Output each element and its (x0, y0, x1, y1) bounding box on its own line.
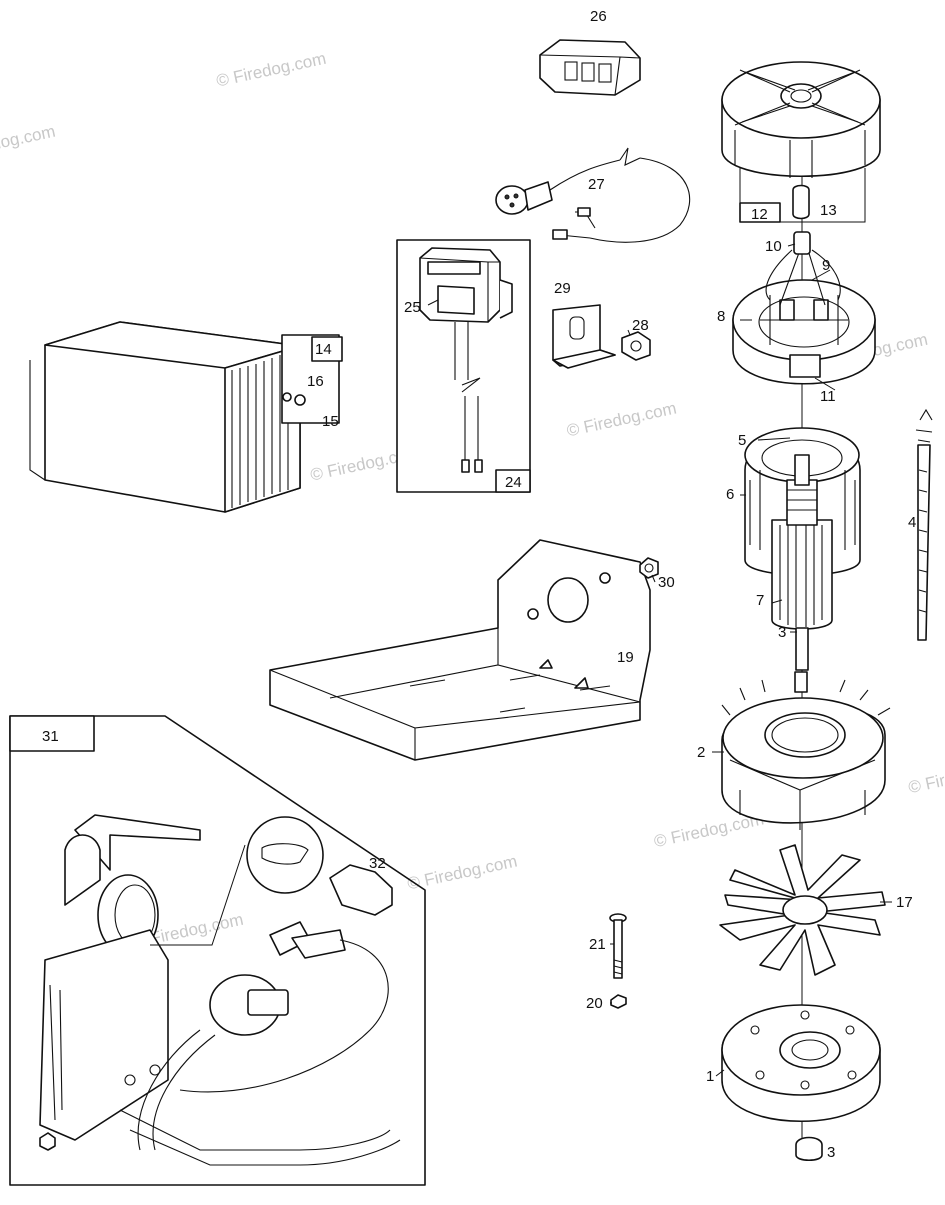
kit-box-31 (9, 715, 426, 1186)
base-plate-19 (269, 539, 651, 761)
label-part-3: 3 (778, 624, 786, 641)
watermark-text: © Firedog.com (907, 755, 945, 797)
bracket-29 (552, 304, 616, 369)
label-part-2: 2 (697, 744, 705, 761)
label-part-27: 27 (588, 176, 605, 193)
plug-28 (621, 331, 651, 361)
label-part-3: 3 (827, 1144, 835, 1161)
nut-20 (610, 994, 627, 1009)
nut-3 (795, 1136, 823, 1162)
label-part-5: 5 (738, 432, 746, 449)
brush-holder-8 (732, 231, 876, 385)
label-part-13: 13 (820, 202, 837, 219)
long-bolt-4 (915, 408, 933, 641)
label-part-30: 30 (658, 574, 675, 591)
label-part-17: 17 (896, 894, 913, 911)
flywheel-1 (721, 1004, 881, 1122)
label-part-4: 4 (908, 514, 916, 531)
part-labels: 1 2 3 3 4 5 6 7 8 9 10 11 12 13 14 15 16… (42, 8, 916, 1161)
end-housing-2 (721, 671, 891, 830)
label-part-6: 6 (726, 486, 734, 503)
label-part-25: 25 (404, 299, 421, 316)
label-part-11: 11 (820, 388, 836, 405)
nut-30 (639, 557, 659, 579)
relay-box-24 (396, 239, 531, 493)
label-part-28: 28 (632, 317, 649, 334)
label-part-7: 7 (756, 592, 764, 609)
leader-lines (427, 243, 892, 1077)
label-part-1: 1 (706, 1068, 714, 1085)
label-part-8: 8 (717, 308, 725, 325)
label-part-29: 29 (554, 280, 571, 297)
watermark-text: © Firedog.com (0, 122, 57, 164)
label-part-19: 19 (617, 649, 634, 666)
label-part-12: 12 (751, 206, 768, 223)
watermark-text: © Firedog.com (406, 852, 519, 894)
label-part-21: 21 (589, 936, 606, 953)
connector-block-26 (539, 39, 641, 96)
label-part-32: 32 (369, 855, 386, 872)
stator-cap-12 (721, 61, 881, 223)
harness-plug-27 (495, 147, 691, 243)
rectifier-box-14 (29, 321, 343, 513)
label-part-9: 9 (822, 257, 830, 274)
kit-components-31 (39, 814, 401, 1166)
label-part-15: 15 (322, 413, 339, 430)
rotor-assembly-5 (744, 427, 861, 671)
watermark-text: © Firedog.com (215, 49, 328, 91)
label-part-10: 10 (765, 238, 782, 255)
label-part-26: 26 (590, 8, 607, 25)
label-part-20: 20 (586, 995, 603, 1012)
label-part-24: 24 (505, 474, 522, 491)
label-part-16: 16 (307, 373, 324, 390)
bolt-21 (609, 913, 627, 979)
watermark-text: © Firedog.com (565, 399, 678, 441)
fan-17 (719, 844, 886, 976)
label-part-14: 14 (315, 341, 332, 358)
label-part-31: 31 (42, 728, 59, 745)
